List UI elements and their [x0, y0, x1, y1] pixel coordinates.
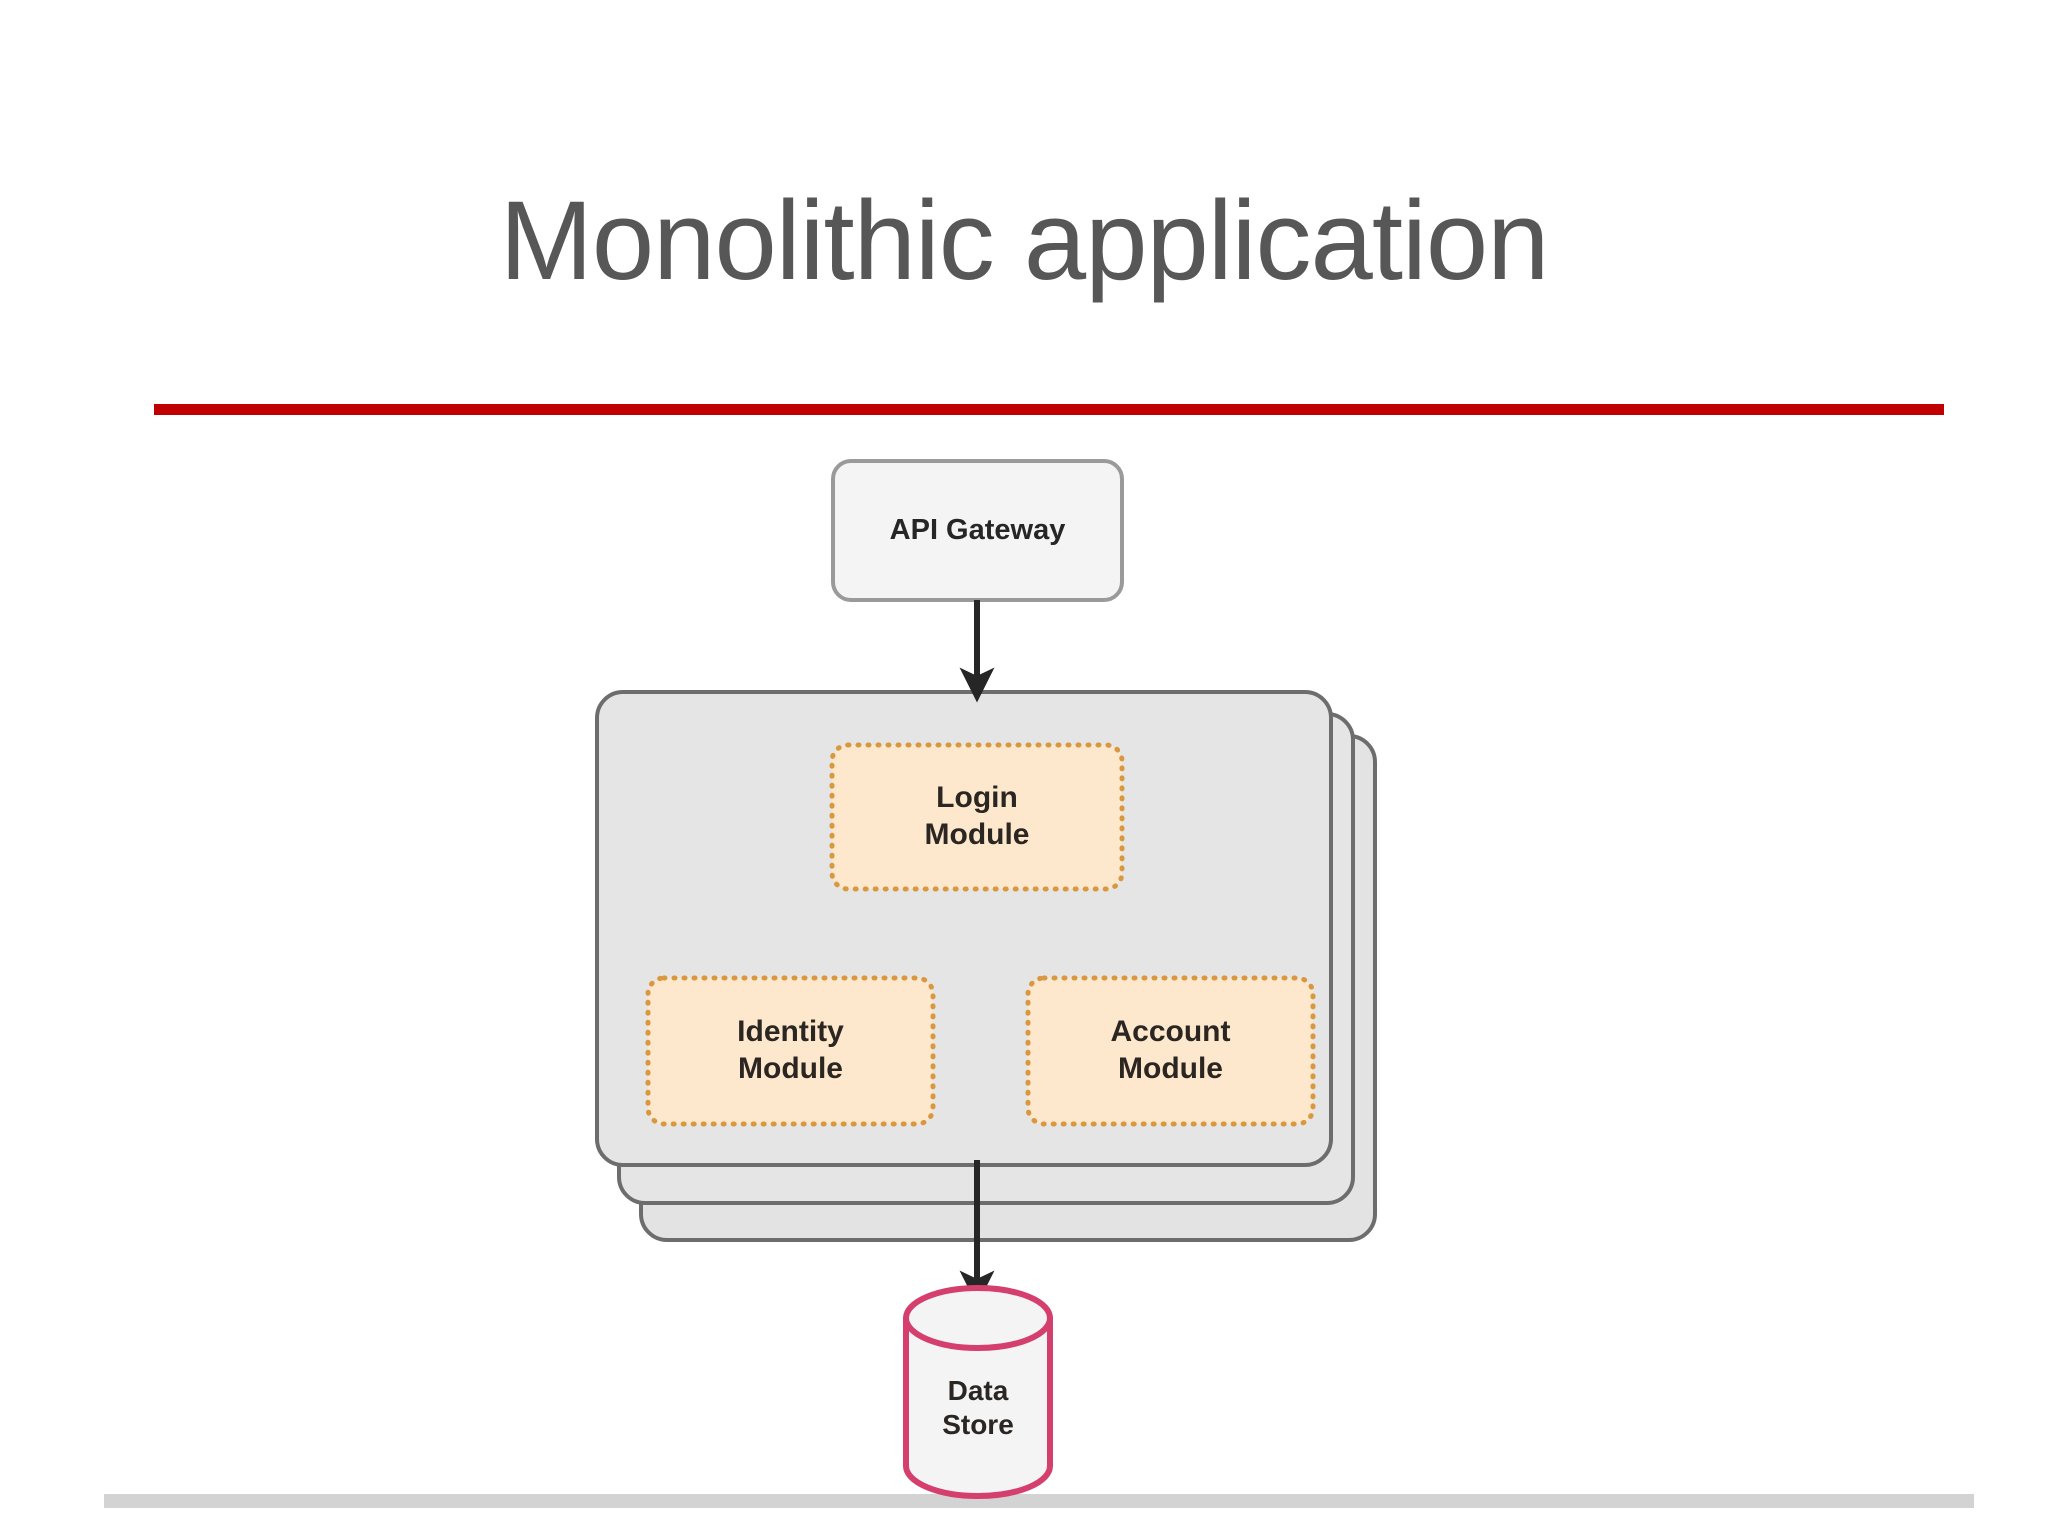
data-store-top-ellipse — [903, 1285, 1053, 1351]
account-module-node[interactable] — [1025, 975, 1316, 1127]
title-divider-rule — [154, 404, 1944, 415]
data-store-body — [903, 1315, 1053, 1499]
identity-module-node[interactable] — [645, 975, 936, 1127]
api-gateway-node[interactable] — [831, 459, 1124, 602]
data-store-node[interactable] — [903, 1285, 1053, 1499]
page-title: Monolithic application — [499, 178, 1550, 303]
login-module-node[interactable] — [829, 742, 1125, 892]
footer-divider-rule — [104, 1494, 1974, 1508]
